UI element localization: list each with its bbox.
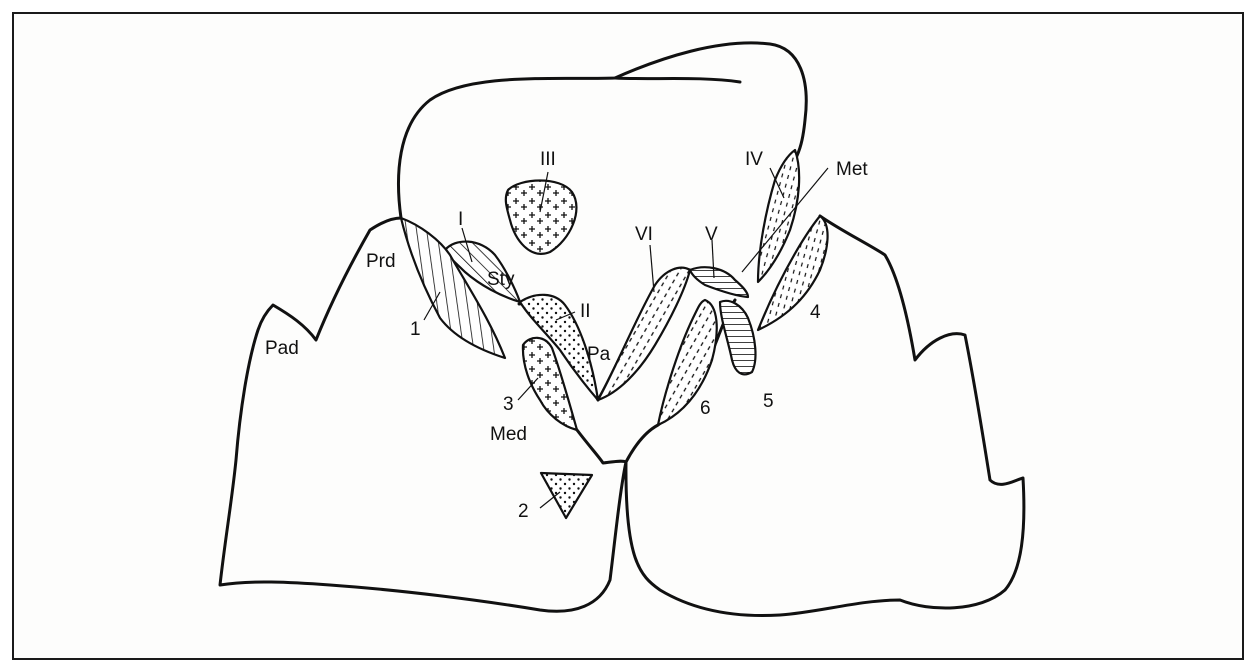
label-IV: IV [745,149,763,170]
upper-tooth-outline [398,43,806,218]
label-Met: Met [836,159,868,180]
label-5: 5 [763,391,774,412]
label-III: III [540,149,556,170]
label-I: I [458,209,463,230]
upper-tooth-crown-line [615,78,740,82]
label-6: 6 [700,398,711,419]
facet-V [690,267,748,297]
facet-III [506,181,577,254]
label-4: 4 [810,302,821,323]
label-II: II [580,301,591,322]
label-Sty: Sty [487,269,515,290]
leader-VI [650,245,654,292]
label-Med: Med [490,424,527,445]
label-Pa: Pa [587,344,611,365]
label-1: 1 [410,319,421,340]
facet-2 [541,473,592,518]
label-VI: VI [635,224,653,245]
label-3: 3 [503,394,514,415]
label-Pad: Pad [265,338,299,359]
label-2: 2 [518,501,529,522]
facet-5 [720,301,755,374]
label-Prd: Prd [366,251,396,272]
label-V: V [705,224,718,245]
